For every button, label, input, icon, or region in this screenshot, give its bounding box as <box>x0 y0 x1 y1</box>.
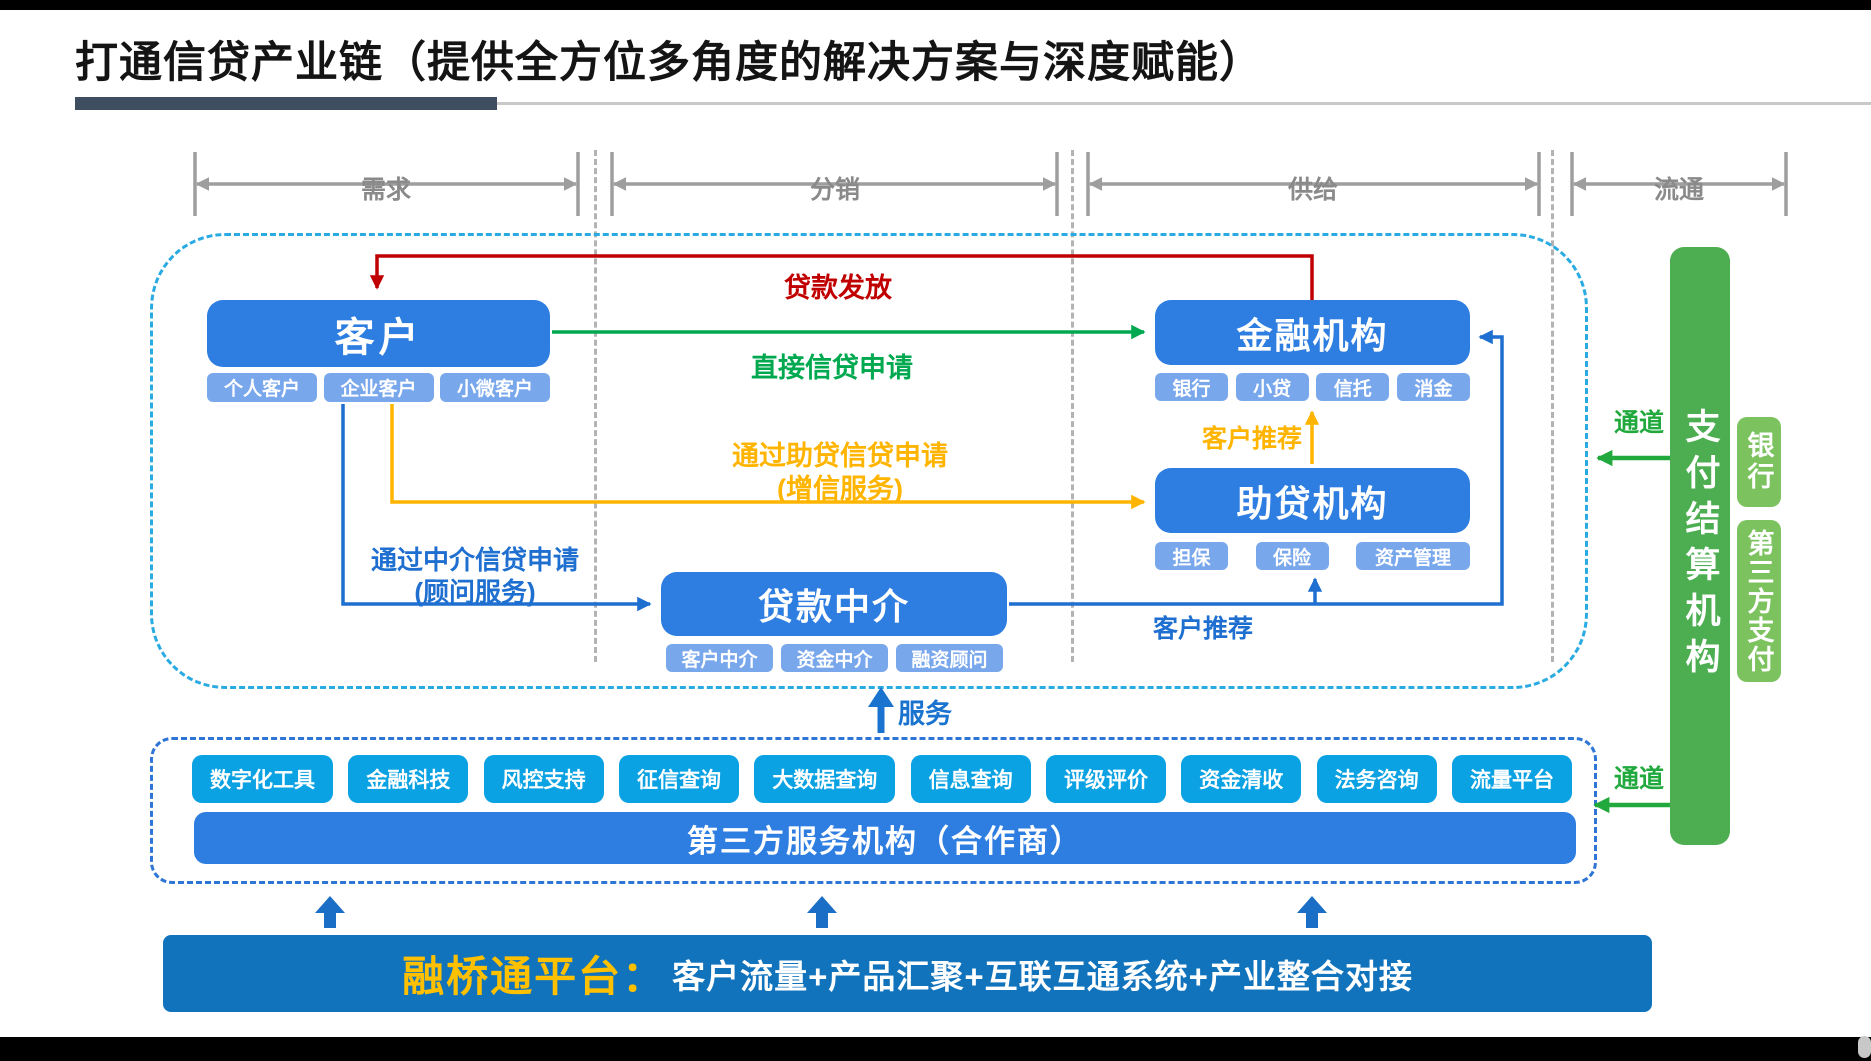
tag-small-micro-customer: 小微客户 <box>440 373 550 402</box>
tag-personal-customer: 个人客户 <box>207 373 317 402</box>
label-channel-lower: 通道 <box>1613 765 1664 793</box>
tag-micro-loan: 小贷 <box>1235 373 1309 401</box>
chip-fintech: 金融科技 <box>348 755 469 803</box>
service-chip-row: 数字化工具 金融科技 风控支持 征信查询 大数据查询 信息查询 评级评价 资金清… <box>192 755 1572 803</box>
third-party-bar-label: 第三方服务机构（合作商） <box>687 823 1083 859</box>
label-direct-apply: 直接信贷申请 <box>751 353 913 383</box>
chip-digital-tools: 数字化工具 <box>192 755 333 803</box>
label-referral-blue: 客户推荐 <box>1152 615 1253 643</box>
label-agency-apply-line2: (顾问服务) <box>414 576 536 607</box>
financial-box: 金融机构 <box>1155 300 1470 365</box>
section-label-circulation: 流通 <box>1653 176 1705 204</box>
tag-customer-agency: 客户中介 <box>666 644 773 672</box>
chip-info-inquiry: 信息查询 <box>910 755 1031 803</box>
label-loan-disbursement: 贷款发放 <box>784 273 892 303</box>
label-agency-apply-line1: 通过中介信贷申请 <box>370 545 579 575</box>
label-service: 服务 <box>898 699 952 729</box>
chip-traffic-platform: 流量平台 <box>1451 755 1572 803</box>
payment-tag-third-party-pay: 第三方支付 <box>1737 520 1781 682</box>
section-label-demand: 需求 <box>360 176 412 204</box>
bottom-black-bar <box>0 1037 1871 1061</box>
tag-guarantee: 担保 <box>1155 542 1228 570</box>
customer-box: 客户 <box>207 300 550 367</box>
chip-risk-control: 风控支持 <box>483 755 604 803</box>
chip-rating-evaluation: 评级评价 <box>1045 755 1166 803</box>
agency-tags: 客户中介 资金中介 融资顾问 <box>666 644 1003 672</box>
customer-tags: 个人客户 企业客户 小微客户 <box>207 373 550 402</box>
payment-settlement-label: 支付结算机构 <box>1680 408 1720 684</box>
title-underline-rule <box>497 102 1871 105</box>
tag-asset-management: 资产管理 <box>1356 542 1470 570</box>
financial-tags: 银行 小贷 信托 消金 <box>1155 373 1470 401</box>
financial-label: 金融机构 <box>1236 314 1389 356</box>
label-assist-apply: 通过助贷信贷申请 (增信服务) <box>710 440 970 506</box>
tag-funding-agency: 资金中介 <box>781 644 888 672</box>
title-underline-accent <box>75 97 497 110</box>
section-divider-3 <box>1551 150 1554 662</box>
page-title: 打通信贷产业链（提供全方位多角度的解决方案与深度赋能） <box>75 39 1263 87</box>
arrow-service <box>868 687 894 733</box>
agency-box: 贷款中介 <box>661 572 1007 636</box>
scrollbar-thumb[interactable] <box>1858 1036 1871 1058</box>
payment-tag-bank-label: 银行 <box>1743 431 1774 493</box>
payment-tag-third-party-pay-label: 第三方支付 <box>1743 528 1774 674</box>
chip-credit-inquiry: 征信查询 <box>618 755 739 803</box>
assist-label: 助贷机构 <box>1236 482 1389 524</box>
top-black-bar <box>0 0 1871 10</box>
section-label-supply: 供给 <box>1287 176 1339 204</box>
chip-legal-consulting: 法务咨询 <box>1316 755 1437 803</box>
platform-bar: 融桥通平台： 客户流量+产品汇聚+互联互通系统+产业整合对接 <box>163 935 1652 1012</box>
customer-label: 客户 <box>334 315 423 360</box>
tag-trust: 信托 <box>1316 373 1390 401</box>
tag-insurance: 保险 <box>1255 542 1329 570</box>
platform-name: 融桥通平台： <box>402 953 667 1000</box>
tag-enterprise-customer: 企业客户 <box>323 373 434 402</box>
tag-bank: 银行 <box>1155 373 1228 401</box>
chip-big-data-inquiry: 大数据查询 <box>754 755 896 803</box>
label-channel-upper: 通道 <box>1613 409 1664 437</box>
payment-tag-bank: 银行 <box>1737 417 1781 507</box>
section-label-distribution: 分销 <box>809 176 861 204</box>
payment-settlement-bar: 支付结算机构 <box>1670 247 1730 845</box>
agency-label: 贷款中介 <box>757 586 910 627</box>
tag-consumer-finance: 消金 <box>1396 373 1470 401</box>
label-assist-apply-line2: (增信服务) <box>777 473 903 504</box>
label-assist-apply-line1: 通过助贷信贷申请 <box>732 441 948 471</box>
assist-tags: 担保 保险 资产管理 <box>1155 542 1470 570</box>
label-agency-apply: 通过中介信贷申请 (顾问服务) <box>355 545 595 608</box>
platform-desc: 客户流量+产品汇聚+互联互通系统+产业整合对接 <box>672 957 1413 995</box>
third-party-bar: 第三方服务机构（合作商） <box>194 812 1576 864</box>
tag-financing-advisor: 融资顾问 <box>896 644 1003 672</box>
assist-box: 助贷机构 <box>1155 468 1470 533</box>
label-referral-orange: 客户推荐 <box>1201 425 1302 453</box>
platform-up-arrows <box>315 896 1327 928</box>
chip-fund-collection: 资金清收 <box>1181 755 1302 803</box>
